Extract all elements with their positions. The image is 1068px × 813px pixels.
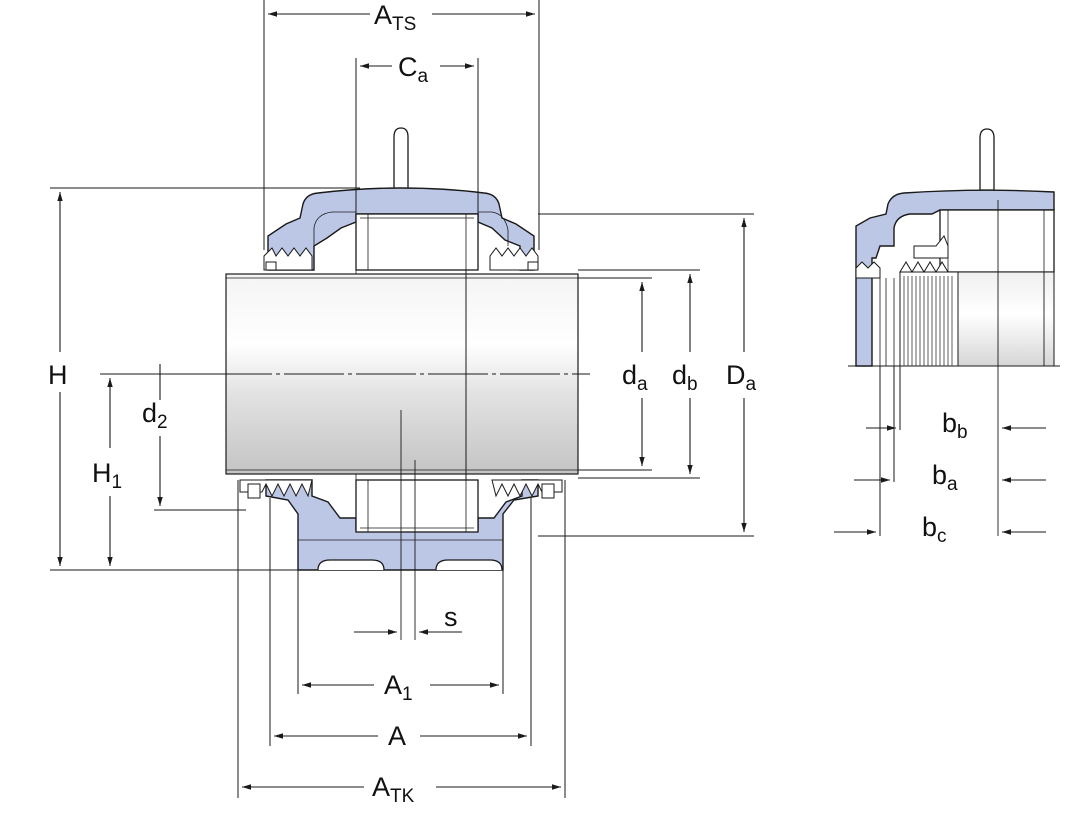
bearing-outer-ring-upper <box>355 213 479 271</box>
seal-upper-right <box>489 247 539 271</box>
housing-upper <box>267 187 535 271</box>
lifting-eye <box>393 127 409 191</box>
label-a-tk: ATK <box>372 772 415 807</box>
main-section-view <box>50 0 754 798</box>
label-c-a: Ca <box>398 52 429 87</box>
label-a-ts: ATS <box>374 0 416 35</box>
seal-upper-left <box>263 247 313 271</box>
label-a: A <box>388 721 406 751</box>
label-b-c: bc <box>922 512 947 547</box>
detail-housing <box>855 189 1055 367</box>
label-h: H <box>48 360 68 390</box>
label-d-2: d2 <box>142 398 168 433</box>
label-b-b: bb <box>942 408 968 443</box>
bearing-outer-ring-lower <box>355 479 479 533</box>
label-a-1: A1 <box>384 670 413 705</box>
label-d-a: da <box>622 360 648 395</box>
seal-lower-left <box>239 479 313 499</box>
label-b-a: ba <box>932 460 958 495</box>
seal-lower-right <box>491 479 563 499</box>
thread-lines <box>903 276 953 366</box>
label-d-b: db <box>672 360 698 395</box>
housing-lower <box>265 479 539 571</box>
label-h-1: H1 <box>92 458 122 493</box>
detail-view <box>834 128 1060 536</box>
label-big-d-a: Da <box>726 360 757 395</box>
label-s: s <box>444 602 458 632</box>
